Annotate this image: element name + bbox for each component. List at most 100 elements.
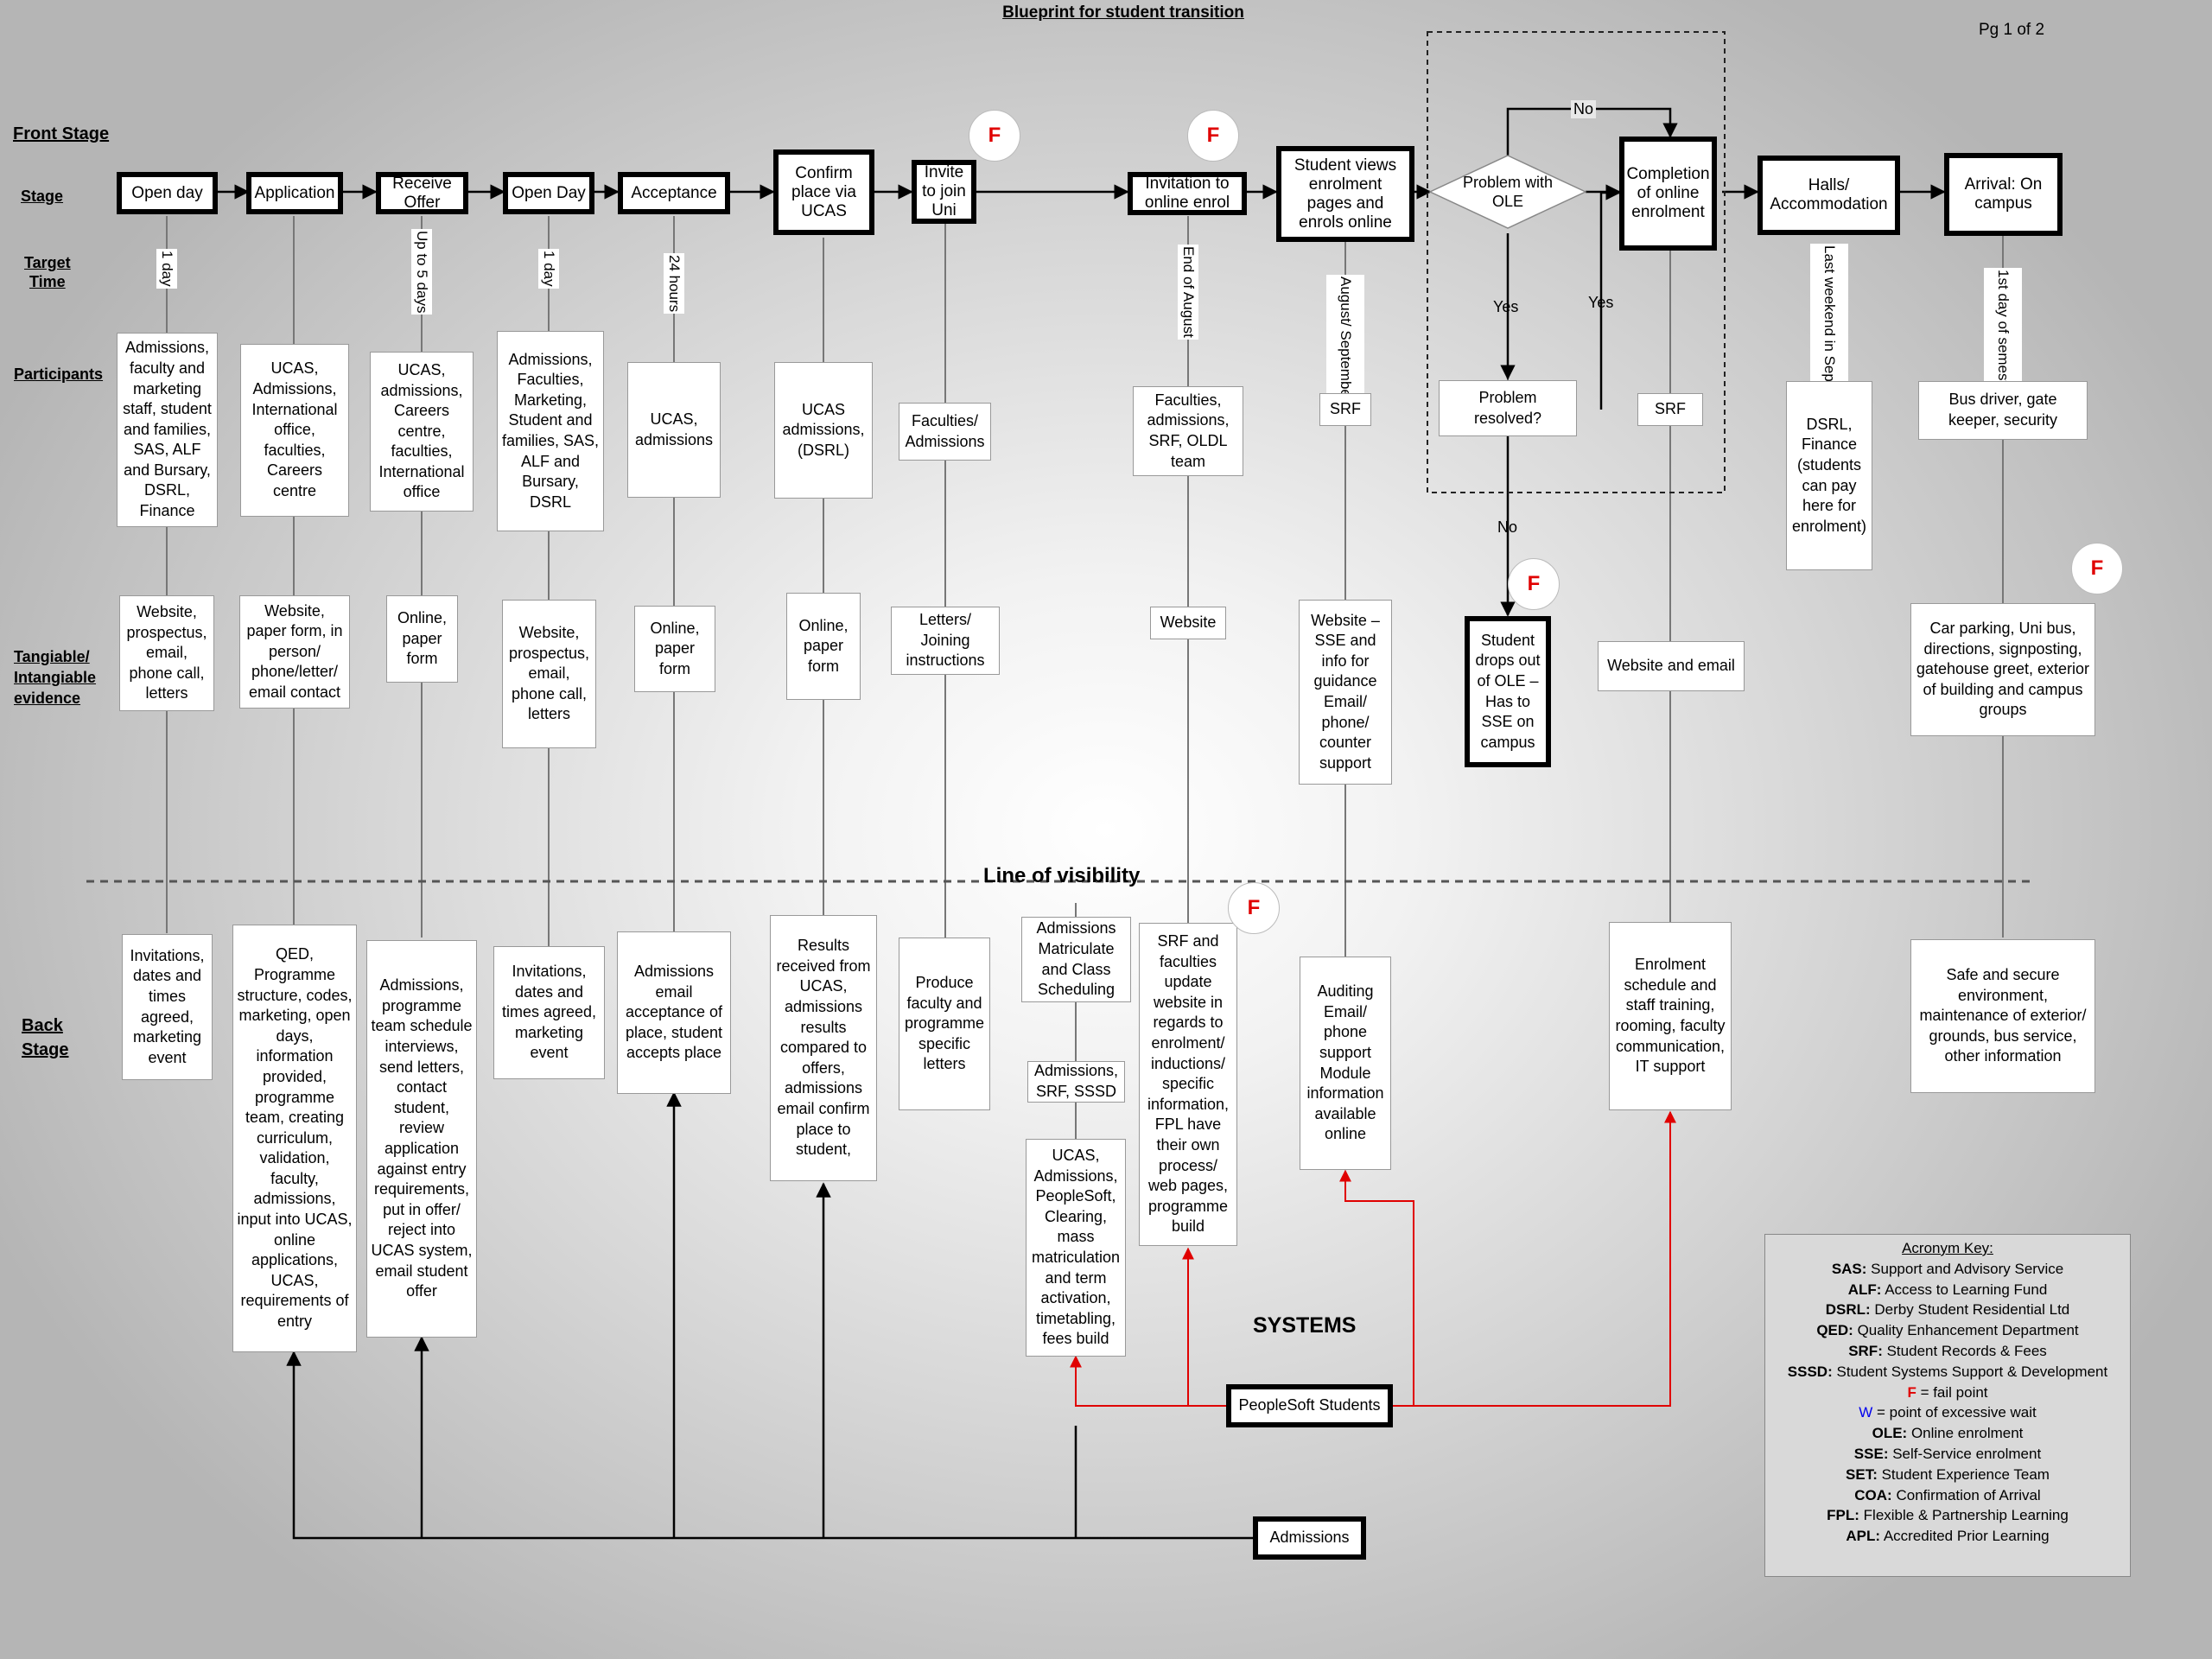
participants-invitation: Faculties, admissions, SRF, OLDL team — [1133, 386, 1243, 476]
target-time-open-day: 1 day — [156, 249, 177, 289]
stage-acceptance: Acceptance — [618, 172, 730, 214]
problem-with-ole-diamond — [1428, 155, 1587, 229]
evidence-acceptance: Online, paper form — [634, 606, 715, 692]
stage-invitation-online-enrol: Invitation to online enrol — [1128, 172, 1247, 215]
acronym-item: DSRL: Derby Student Residential Ltd — [1825, 1301, 2070, 1319]
backstage-srf-sssd: Admissions, SRF, SSSD — [1027, 1061, 1125, 1103]
front-stage-heading: Front Stage — [13, 124, 110, 143]
peoplesoft-links — [1070, 1110, 1676, 1407]
acronym-item: QED: Quality Enhancement Department — [1816, 1322, 2079, 1339]
backstage-open-day-2: Invitations, dates and times agreed, mar… — [493, 946, 605, 1079]
row-label-participants: Participants — [14, 365, 104, 383]
backstage-application: QED, Programme structure, codes, marketi… — [232, 925, 357, 1352]
backstage-invite-to-join: Produce faculty and programme specific l… — [899, 938, 990, 1110]
evidence-completion: Website and email — [1598, 641, 1745, 691]
fail-point-icon: F — [1187, 110, 1239, 162]
acronym-item: SRF: Student Records & Fees — [1848, 1342, 2047, 1359]
problem-resolved-box: Problem resolved? — [1439, 380, 1577, 436]
backstage-acceptance: Admissions email acceptance of place, st… — [617, 931, 731, 1094]
participants-invite-to-join: Faculties/ Admissions — [899, 403, 991, 461]
participants-application: UCAS, Admissions, International office, … — [240, 344, 349, 517]
backstage-matriculate: Admissions Matriculate and Class Schedul… — [1021, 917, 1131, 1002]
decision-no-label-bottom: No — [1497, 518, 1518, 536]
target-time-student-views: August/ September — [1326, 275, 1364, 404]
stage-open-day-2: Open Day — [503, 172, 594, 214]
stage-completion-online-enrolment: Completion of online enrolment — [1619, 137, 1717, 251]
stage-student-views-enrolment: Student views enrolment pages and enrols… — [1276, 146, 1414, 242]
page-number: Pg 1 of 2 — [1979, 21, 2045, 39]
participants-acceptance: UCAS, admissions — [627, 362, 721, 498]
row-label-evidence: Tangiable/ Intangiable evidence — [14, 648, 97, 707]
acronym-item: COA: Confirmation of Arrival — [1854, 1486, 2041, 1503]
acronym-item: F = fail point — [1907, 1383, 1988, 1401]
fail-point-icon: F — [969, 110, 1020, 162]
row-label-stage: Stage — [21, 188, 64, 205]
stage-open-day: Open day — [117, 172, 218, 214]
stage-confirm-place: Confirm place via UCAS — [773, 149, 874, 235]
target-time-open-day-2: 1 day — [538, 249, 559, 289]
stage-invite-to-join: Invite to join Uni — [912, 160, 976, 224]
acronym-item: ALF: Access to Learning Fund — [1847, 1281, 2048, 1298]
evidence-invitation: Website — [1150, 607, 1226, 639]
back-stage-heading: Back Stage — [22, 1016, 69, 1059]
acronym-item: SAS: Support and Advisory Service — [1831, 1260, 2064, 1277]
acronym-item: W = point of excessive wait — [1859, 1404, 2037, 1421]
backstage-arrival: Safe and secure environment, maintenance… — [1910, 939, 2095, 1093]
evidence-invite-to-join: Letters/ Joining instructions — [891, 607, 1000, 675]
problem-with-ole-label: Problem with OLE — [1462, 174, 1554, 210]
backstage-ucas-systems: UCAS, Admissions, PeopleSoft, Clearing, … — [1026, 1139, 1126, 1357]
acronym-item: SSE: Self-Service enrolment — [1853, 1445, 2042, 1462]
participants-receive-offer: UCAS, admissions, Careers centre, facult… — [370, 352, 474, 512]
backstage-receive-offer: Admissions, programme team schedule inte… — [366, 940, 477, 1338]
participants-confirm-place: UCAS admissions, (DSRL) — [774, 362, 873, 499]
acronym-key-title: Acronym Key: — [1902, 1240, 1993, 1256]
evidence-student-views: Website – SSE and info for guidance Emai… — [1299, 600, 1392, 785]
target-time-invitation: End of August — [1178, 245, 1198, 340]
page-title: Blueprint for student transition — [1002, 3, 1244, 22]
row-label-target-time: Target Time — [24, 254, 71, 290]
participants-open-day-2: Admissions, Faculties, Marketing, Studen… — [497, 331, 604, 531]
target-time-arrival: 1st day of semester — [1984, 268, 2022, 400]
acronym-item: SET: Student Experience Team — [1846, 1465, 2050, 1483]
backstage-open-day: Invitations, dates and times agreed, mar… — [122, 934, 213, 1080]
fail-point-icon: F — [1228, 882, 1280, 934]
evidence-arrival: Car parking, Uni bus, directions, signpo… — [1910, 603, 2095, 736]
backstage-completion: Enrolment schedule and staff training, r… — [1609, 922, 1732, 1110]
ole-decision-boundary — [1427, 31, 1726, 493]
system-peoplesoft-students: PeopleSoft Students — [1226, 1384, 1393, 1427]
participants-halls: DSRL, Finance (students can pay here for… — [1786, 381, 1872, 570]
stage-receive-offer: Receive Offer — [376, 172, 468, 214]
target-time-acceptance: 24 hours — [664, 253, 684, 315]
systems-label: SYSTEMS — [1253, 1313, 1357, 1338]
acronym-item: FPL: Flexible & Partnership Learning — [1827, 1507, 2069, 1524]
decision-yes-label-left: Yes — [1493, 298, 1519, 315]
student-drops-out-box: Student drops out of OLE – Has to SSE on… — [1465, 616, 1551, 767]
backstage-invitation: SRF and faculties update website in rega… — [1139, 923, 1237, 1246]
evidence-open-day: Website, prospectus, email, phone call, … — [119, 595, 214, 711]
evidence-receive-offer: Online, paper form — [386, 595, 458, 683]
line-of-visibility-label: Line of visibility — [983, 864, 1141, 887]
participants-completion: SRF — [1637, 393, 1703, 426]
stage-halls-accommodation: Halls/ Accommodation — [1758, 156, 1900, 235]
participants-arrival: Bus driver, gate keeper, security — [1918, 381, 2088, 440]
acronym-item: SSSD: Student Systems Support & Developm… — [1787, 1363, 2108, 1380]
acronym-item: APL: Accredited Prior Learning — [1846, 1528, 2050, 1545]
evidence-confirm-place: Online, paper form — [786, 593, 861, 700]
participants-student-views: SRF — [1319, 393, 1371, 426]
stage-arrival-on-campus: Arrival: On campus — [1944, 153, 2063, 236]
stage-application: Application — [246, 172, 343, 214]
acronym-item: OLE: Online enrolment — [1872, 1425, 2024, 1442]
backstage-student-views: Auditing Email/ phone support Module inf… — [1300, 957, 1391, 1170]
backstage-confirm-place: Results received from UCAS, admissions r… — [770, 915, 877, 1181]
fail-point-icon: F — [2071, 543, 2123, 594]
stage-flow-arrows — [216, 107, 1946, 1540]
evidence-open-day-2: Website, prospectus, email, phone call, … — [502, 600, 596, 748]
target-time-receive-offer: Up to 5 days — [411, 229, 432, 315]
evidence-application: Website, paper form, in person/ phone/le… — [239, 595, 350, 709]
system-admissions: Admissions — [1253, 1516, 1366, 1560]
acronym-key: Acronym Key: SAS: Support and Advisory S… — [1764, 1234, 2131, 1577]
decision-no-label-top: No — [1571, 100, 1597, 118]
participants-open-day: Admissions, faculty and marketing staff,… — [117, 333, 218, 527]
decision-yes-label-right: Yes — [1588, 294, 1614, 311]
fail-point-icon: F — [1508, 558, 1560, 610]
